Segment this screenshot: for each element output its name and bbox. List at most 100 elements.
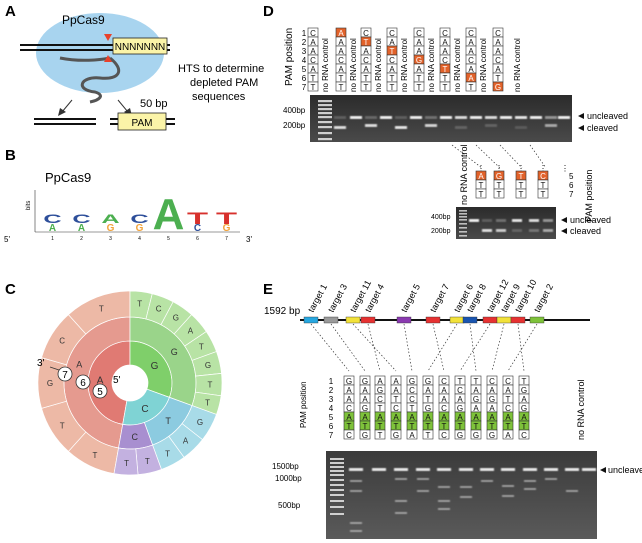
e-connector [469,323,477,372]
arrow-right [117,99,129,113]
e-cell-base: T [410,404,415,413]
d-uncleaved-band [530,116,542,119]
d-cell-base: A [468,74,474,83]
e-target-block-12 [529,316,545,324]
e-cell-base: A [489,386,495,395]
d-sub-cleaved-band [496,229,506,232]
e-cell-base: A [377,413,383,422]
d-cell-base: C [442,29,448,38]
d-cell-base: C [338,56,344,65]
d-uncleaved-arrow [578,113,584,119]
e-cell-base: C [409,395,415,404]
d-sub-cell [537,188,549,199]
e-cell-base: G [521,386,527,395]
e-uncleaved-label: uncleaved [608,465,642,475]
e-ladder-band [330,500,344,502]
e-cell-base: A [393,377,399,386]
d-norna-label-8: no RNA control [513,38,522,92]
d-sub-column-4: ⋮CTT [537,164,549,199]
d-cell-base: T [390,47,395,56]
d-sub-ladder-200: 200bp [431,228,451,235]
d-cell-base: A [495,47,501,56]
e-row-label-7: 7 [329,431,334,440]
e-target-block-10 [496,316,512,324]
e-cell-base: T [410,422,415,431]
e-cell-base: T [394,422,399,431]
sunburst-outer-label-5: T [137,300,142,309]
d-cell-base: A [338,47,344,56]
e-cell [518,429,530,440]
d-norna-label-5: no RNA control [427,38,436,92]
d-sequence-columns: CAACATTAAACATTCTACATTCATCATTCAAGATTCAACT… [307,27,504,92]
d-uncleaved-label: uncleaved [587,111,628,121]
e-cell-base: T [426,395,431,404]
fragment-length: 50 bp [140,98,168,110]
d-cell-base: A [416,38,422,47]
e-ladder-1500: 1500bp [272,462,299,471]
e-connector [330,323,366,372]
e-uncleaved-band [394,468,408,471]
cut-marker-bottom [104,55,112,62]
e-target-block-5 [396,316,412,324]
sunburst-outer-label-11: T [208,380,213,389]
e-target-block-3 [345,316,361,324]
e-cell [406,429,418,440]
d-sub-uncleaved-band [512,219,522,222]
sunburst-outer-17 [113,447,139,476]
d-sub-pam-position-label: PAM position [584,170,594,222]
d-sub-uncleaved-band [529,219,539,222]
e-cell [374,429,386,440]
d-cell-base: T [339,74,344,83]
d-sub-column-3: ⋮TTT [515,164,527,199]
d-cell-base: T [364,83,369,92]
d-sub-ellipsis: ⋮ [539,164,547,173]
sunburst-three-prime: 3' [37,358,45,369]
e-cell [422,429,434,440]
e-norna-label: no RNA control [576,379,586,440]
d-cell-base: T [443,74,448,83]
d-sub-cell-base: T [541,181,546,190]
e-uncleaved-arrow [600,467,606,473]
e-cell-base: A [473,386,479,395]
d-uncleaved-band [334,116,346,119]
e-gel-bands [330,458,596,532]
e-cell-base: T [522,422,527,431]
d-sub-ladder-band [459,227,467,229]
e-cell-base: T [458,422,463,431]
d-ladder-band [318,104,332,107]
logo-letter-1: C [43,213,61,226]
d-cell-base: C [468,29,474,38]
d-cell-base: T [443,83,448,92]
d-sub-row-label-7: 7 [569,190,574,199]
marker-7-label: 7 [62,370,68,381]
e-connector [507,323,538,372]
d-connector [451,144,483,169]
three-prime-arrow [49,366,60,371]
e-connector [403,323,413,372]
panel-label-e: E [263,281,273,298]
e-cleaved-band [502,485,514,487]
sunburst-outer-label-10: G [205,361,211,370]
d-cell [335,81,347,92]
d-cell-base: T [417,83,422,92]
d-cell-base: T [364,74,369,83]
e-uncleaved-band [437,468,451,471]
sunburst-outer-label-6: C [156,304,162,313]
logo-tick-3: 3 [109,236,112,242]
panel-label-a: A [5,3,16,20]
e-cell-base: A [393,386,399,395]
sunburst-outer-label-8: A [188,327,194,336]
d-sub-cleaved-label: cleaved [570,226,601,236]
e-row-label-2: 2 [329,386,334,395]
e-target-block-11 [510,316,526,324]
arrow-left-head [58,108,66,116]
e-cleaved-band [417,490,429,492]
d-ladder-band [318,132,332,135]
d-cell-base: A [363,47,369,56]
d-cleaved-band [485,124,497,127]
